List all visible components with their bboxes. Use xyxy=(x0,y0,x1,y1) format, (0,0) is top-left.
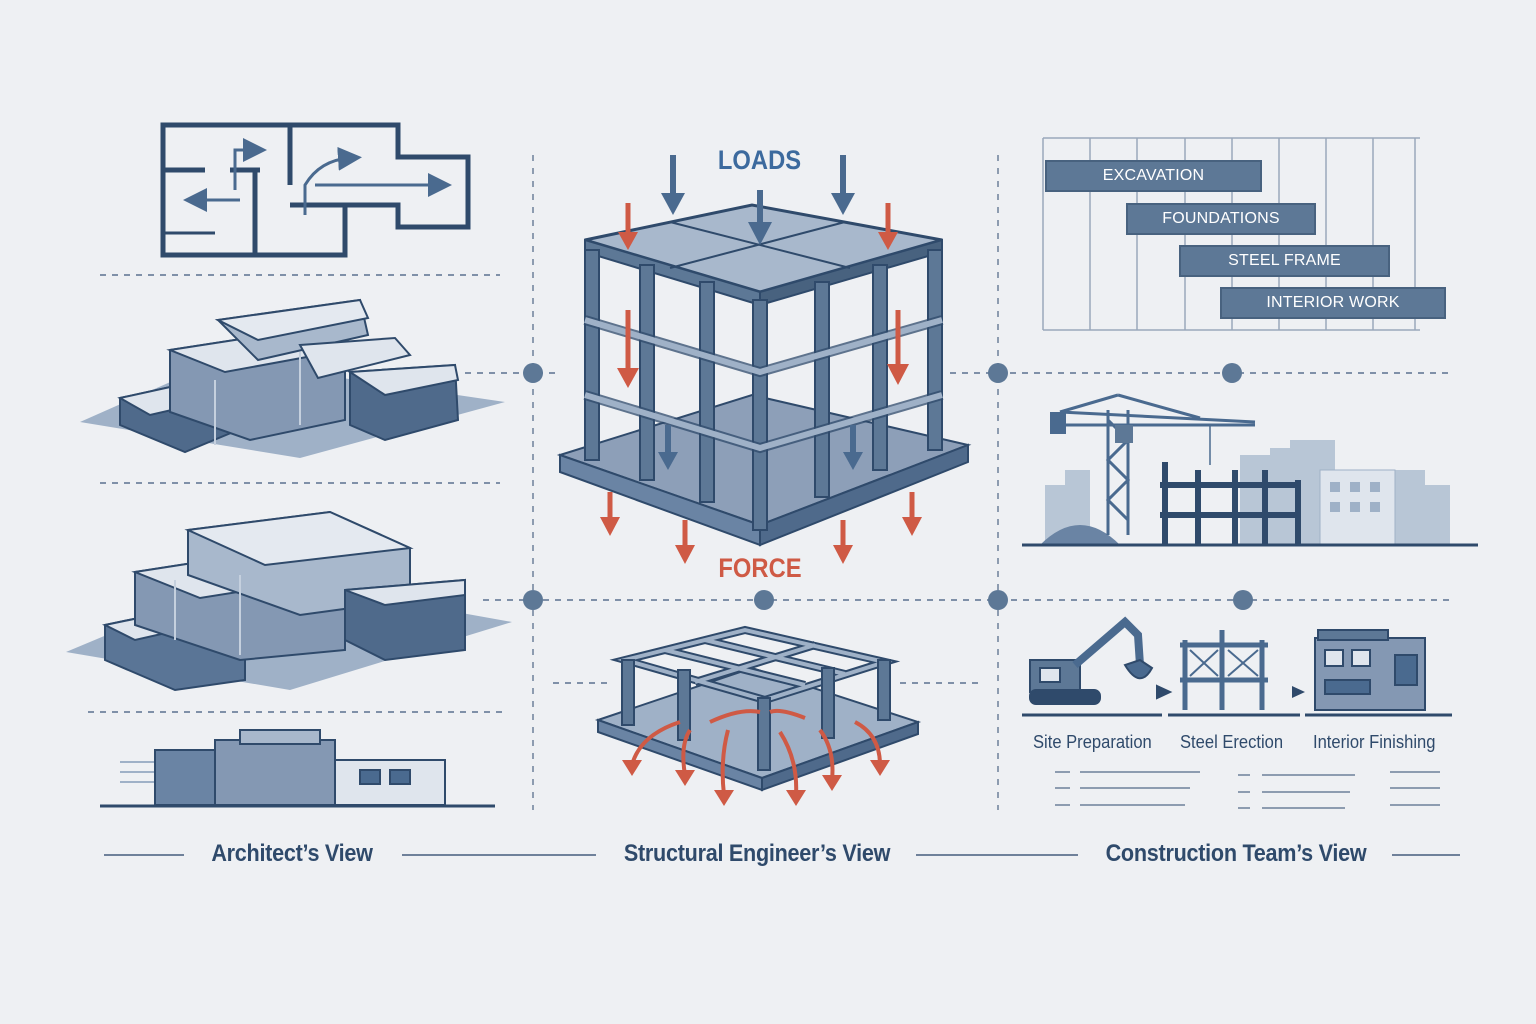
building-isometric-1 xyxy=(80,298,505,458)
loads-label: LOADS xyxy=(717,145,802,175)
stage-caption-interior-finishing: Interior Finishing xyxy=(1313,732,1436,752)
gantt-bar-interior-work: INTERIOR WORK xyxy=(1220,287,1446,319)
stage-icon-building xyxy=(1305,629,1452,717)
stage-icon-excavator xyxy=(1022,616,1173,717)
column-title-construction: Construction Team’s View xyxy=(1105,840,1367,867)
column-dividers xyxy=(532,155,999,810)
construction-site-scene xyxy=(1022,393,1478,547)
stage-notes-lines xyxy=(1055,771,1440,809)
connector-lines xyxy=(88,274,1450,713)
stage-caption-site-preparation: Site Preparation xyxy=(1033,732,1152,752)
connector-nodes xyxy=(523,363,1253,610)
force-label: FORCE xyxy=(718,553,802,583)
building-isometric-2 xyxy=(66,510,512,692)
structural-frame-foundation xyxy=(594,625,922,806)
gantt-bar-excavation: EXCAVATION xyxy=(1045,160,1262,192)
stage-caption-steel-erection: Steel Erection xyxy=(1180,732,1284,752)
column-title-structural: Structural Engineer’s View xyxy=(623,840,891,867)
stage-icon-steel-frame xyxy=(1168,630,1305,717)
structural-frame-main xyxy=(556,203,972,547)
force-arrows xyxy=(600,203,922,564)
column-title-architect: Architect’s View xyxy=(211,840,373,867)
gantt-bar-foundations: FOUNDATIONS xyxy=(1126,203,1316,235)
floor-plan xyxy=(160,122,471,258)
floor-plan-arrows xyxy=(183,138,452,215)
building-elevation xyxy=(100,729,495,808)
gantt-bar-steel-frame: STEEL FRAME xyxy=(1179,245,1390,277)
load-arrows xyxy=(658,155,863,470)
